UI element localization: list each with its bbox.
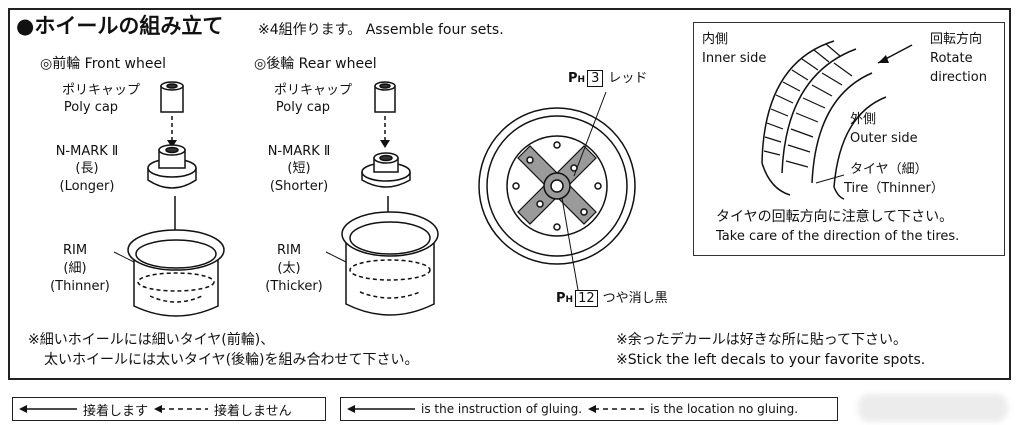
rear-rim-size-en: (Thicker)	[265, 279, 323, 294]
rear-polycap-label-en: Poly cap	[275, 100, 331, 115]
rotate-direction-label-jp: 回転方向	[930, 32, 983, 47]
front-nmark-label: N-MARK Ⅱ	[55, 144, 119, 159]
no-glue-label-jp: 接着しません	[214, 403, 292, 419]
inner-side-label-jp: 内側	[702, 32, 729, 47]
solid-arrow-icon	[347, 405, 415, 413]
tire-match-note-line1: ※細いホイールには細いタイヤ(前輪)、	[28, 332, 275, 348]
glue-label-en: is the instruction of gluing.	[421, 402, 583, 416]
rear-wheel-heading: ◎後輪 Rear wheel	[254, 56, 377, 72]
dashed-arrow-icon	[154, 405, 209, 413]
rear-rim-label: RIM	[276, 243, 302, 258]
front-rim-size-en: (Thinner)	[50, 279, 110, 294]
tire-direction-tip-box: 内側 Inner side 回転方向 Rotate direction 外側 O…	[693, 22, 1005, 256]
caution-text-jp: タイヤの回転方向に注意して下さい。	[716, 209, 954, 225]
ph3-sub: H	[577, 75, 586, 85]
rear-nmark-label: N-MARK Ⅱ	[267, 144, 331, 159]
rear-rim-part	[341, 211, 439, 316]
dashed-arrow-icon	[588, 405, 645, 413]
decal-note-en: ※Stick the left decals to your favorite …	[616, 352, 926, 368]
front-polycap-label-jp: ポリキャップ	[61, 83, 140, 98]
rear-nmark-size-jp: (短)	[287, 161, 311, 176]
caution-text-en: Take care of the direction of the tires.	[716, 229, 960, 244]
ph3-number: 3	[587, 70, 604, 87]
decal-note-jp: ※余ったデカールは好きな所に貼って下さい。	[616, 332, 908, 348]
assemble-note: ※4組作ります。 Assemble four sets.	[258, 22, 504, 38]
wheel-face-diagram	[478, 107, 636, 265]
front-nmark-size-en: (Longer)	[59, 179, 115, 194]
outer-side-label-en: Outer side	[850, 131, 918, 146]
tire-tread-diagram	[761, 40, 913, 200]
rear-nmark-part	[361, 152, 411, 188]
ph3-color-label: レッド	[608, 71, 648, 86]
front-nmark-size-jp: (長)	[75, 161, 99, 176]
glue-label-jp: 接着します	[83, 403, 149, 419]
front-rim-label: RIM	[62, 243, 88, 258]
rotate-direction-label-en-2: direction	[930, 70, 987, 85]
front-rim-part	[127, 229, 225, 317]
rear-rim-size-jp: (太)	[277, 261, 301, 276]
rotate-direction-label-en-1: Rotate	[930, 51, 973, 66]
gluing-legend-en: is the instruction of gluing. is the loc…	[340, 397, 838, 421]
ph12-sub: H	[565, 295, 574, 305]
front-wheel-heading: ◎前輪 Front wheel	[40, 56, 166, 72]
section-title: ●ホイールの組み立て	[16, 14, 224, 38]
scan-smudge	[858, 394, 1008, 422]
ph3-prefix: P	[568, 71, 578, 86]
rear-polycap-label-jp: ポリキャップ	[273, 83, 352, 98]
front-polycap-label-en: Poly cap	[63, 100, 119, 115]
front-polycap-part	[160, 81, 184, 113]
ph12-prefix: P	[556, 291, 566, 306]
instruction-panel	[8, 8, 1011, 380]
tire-match-note-line2: 太いホイールには太いタイヤ(後輪)を組み合わせて下さい。	[44, 352, 419, 368]
tire-label-en: Tire（Thinner）	[844, 181, 944, 196]
gluing-legend-jp: 接着します 接着しません	[12, 397, 326, 421]
rear-nmark-size-en: (Shorter)	[269, 179, 329, 194]
ph12-number: 12	[575, 290, 598, 307]
outer-side-label-jp: 外側	[850, 112, 877, 127]
inner-side-label-en: Inner side	[702, 51, 767, 66]
ph12-color-label: つや消し黒	[602, 291, 668, 306]
rear-polycap-part	[374, 81, 396, 113]
front-nmark-part	[147, 144, 197, 189]
tire-label-jp: タイヤ（細）	[850, 162, 928, 177]
solid-arrow-icon	[19, 405, 77, 413]
front-rim-size-jp: (細)	[63, 261, 87, 276]
no-glue-label-en: is the location no gluing.	[650, 402, 799, 416]
